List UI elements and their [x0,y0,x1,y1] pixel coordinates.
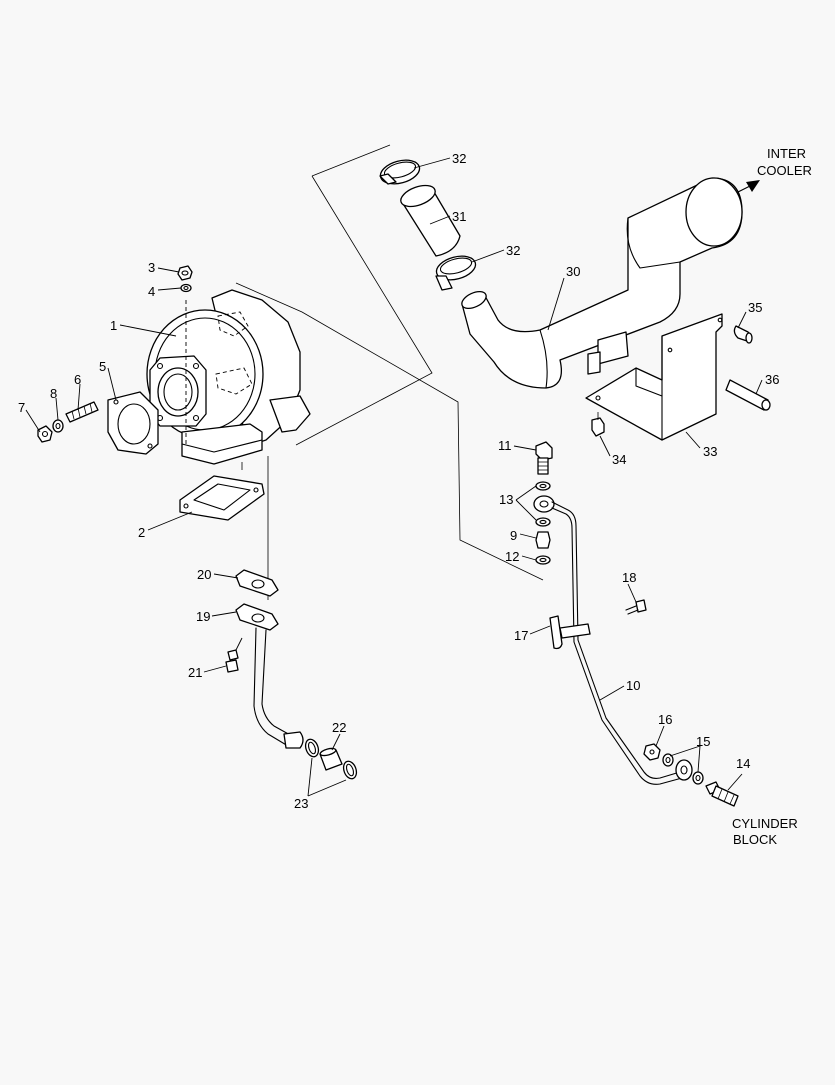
bolt-34 [591,412,605,437]
cylinder-block-note-line1: CYLINDER [732,816,798,831]
label-33: 33 [703,444,717,459]
destination-notes: INTER COOLER CYLINDER BLOCK [732,146,812,847]
nut-16 [643,743,661,761]
label-34: 34 [612,452,626,467]
washer-8 [52,419,64,433]
gasket-20 [235,569,279,597]
pipe-30 [461,177,743,389]
label-21: 21 [188,665,202,680]
label-20: 20 [197,567,211,582]
label-17: 17 [514,628,528,643]
intercooler-note-line1: INTER [767,146,806,161]
bolt-21 [225,649,239,673]
drain-pipe-19 [235,603,304,749]
banjo-15 [675,759,693,781]
bolt-11 [535,441,553,475]
gasket-2 [179,475,265,521]
clamp-32-upper [379,159,421,185]
label-19: 19 [196,609,210,624]
clamp-23-right [342,760,358,780]
washer-15-right [692,771,704,785]
clip-17 [549,615,591,650]
label-32-lower: 32 [506,243,520,258]
label-8: 8 [50,386,57,401]
label-22: 22 [332,720,346,735]
cylinder-block-note-line2: BLOCK [733,832,777,847]
label-7: 7 [18,400,25,415]
label-2: 2 [138,525,145,540]
label-9: 9 [510,528,517,543]
label-16: 16 [658,712,672,727]
leader-lines [25,157,763,797]
label-11: 11 [498,438,512,453]
bracket-33 [585,313,723,441]
clamp-32-lower [435,255,477,291]
label-23: 23 [294,796,308,811]
pin-35 [733,325,753,344]
banjo-fitting [533,495,555,513]
label-13: 13 [499,492,513,507]
label-3: 3 [148,260,155,275]
label-1: 1 [110,318,117,333]
label-5: 5 [99,359,106,374]
label-12: 12 [505,549,519,564]
adapter-9 [535,531,551,549]
bolt-18 [625,599,647,615]
oil-pipe-10 [551,501,683,785]
reference-lines [235,144,544,600]
washer-4 [180,283,192,293]
label-30: 30 [566,264,580,279]
washer-13-upper [535,481,551,491]
clamp-23-left [304,738,320,758]
label-15: 15 [696,734,710,749]
intercooler-arrow [737,180,760,193]
label-35: 35 [748,300,762,315]
stud-6 [65,401,99,423]
washer-12 [535,555,551,565]
hose-31 [400,184,461,257]
washer-13-lower [535,517,551,527]
label-31: 31 [452,209,466,224]
part-labels: 1 2 3 4 5 6 7 8 9 10 11 12 13 14 15 16 1… [18,151,779,811]
label-6: 6 [74,372,81,387]
pin-36 [725,379,771,411]
intercooler-note-line2: COOLER [757,163,812,178]
label-18: 18 [622,570,636,585]
turbocharger [146,289,311,465]
label-32-upper: 32 [452,151,466,166]
label-36: 36 [765,372,779,387]
label-14: 14 [736,756,750,771]
hose-22 [319,747,343,771]
nut-7 [37,425,53,443]
fitting-14 [705,781,739,807]
washer-15-left [662,753,674,767]
nut-3 [177,265,193,281]
label-10: 10 [626,678,640,693]
label-4: 4 [148,284,155,299]
gasket-5 [107,391,159,455]
